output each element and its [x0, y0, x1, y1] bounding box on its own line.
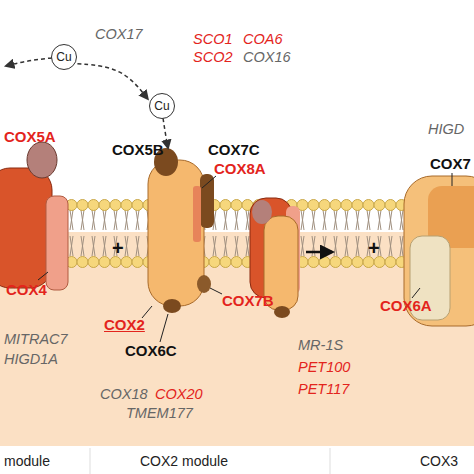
assembly-factor: TMEM177: [126, 405, 193, 422]
subunit-label: COX2: [104, 316, 145, 333]
leader-line: [202, 176, 216, 188]
assembly-factor: COX17: [95, 26, 143, 43]
subunit-label: COX8A: [214, 160, 266, 177]
leader-line: [38, 272, 48, 280]
copper-path: [6, 58, 52, 66]
assembly-factor: MITRAC7: [4, 331, 68, 348]
subunit-label: COX7: [430, 155, 471, 172]
cox2-protein: [148, 160, 204, 306]
subunit-label: COX5A: [4, 128, 56, 145]
assembly-factor: MR-1S: [298, 337, 343, 354]
cox4-protein: [46, 196, 68, 290]
plus-sign: +: [112, 240, 124, 257]
matrix-ground: [0, 232, 474, 446]
leader-line: [210, 288, 222, 294]
leader-line: [412, 288, 420, 298]
assembly-factor: COX16: [243, 49, 291, 66]
cox7b-protein: [197, 275, 211, 293]
module-label: module: [4, 453, 50, 470]
cox6c-protein: [163, 299, 181, 313]
subunit-label: COX6C: [125, 342, 177, 359]
assembly-factor: HIGD1A: [4, 351, 58, 368]
copper-transfer-arrow: [77, 64, 147, 99]
copper-path: [163, 118, 168, 148]
ims-ground: [0, 0, 474, 232]
module-label: COX3: [420, 453, 458, 470]
cox8a-protein: [193, 186, 201, 242]
ion-label: Cu: [154, 100, 169, 112]
assembly-factor: SCO1: [193, 31, 233, 48]
leader-line: [160, 314, 168, 342]
cox1-protein: [0, 168, 52, 288]
ion-label: Cu: [56, 51, 71, 63]
assembly-factor: COX18: [100, 386, 148, 403]
plus-sign: +: [368, 240, 380, 257]
subunit-label: COX7C: [208, 141, 260, 158]
module-label: COX2 module: [140, 453, 228, 470]
copper-ion: Cu: [149, 93, 175, 119]
cox5a-protein: [27, 142, 57, 178]
intermediate-protein: [274, 306, 290, 318]
assembly-factor: HIGD: [428, 121, 464, 138]
copper-ion: Cu: [51, 44, 77, 70]
assembly-factor: PET117: [298, 381, 349, 398]
subunit-label: COX6A: [380, 297, 432, 314]
assembly-factor: COA6: [243, 31, 283, 48]
divider: [90, 448, 91, 474]
lipid-bilayer: [0, 200, 474, 268]
cox7c-protein: [200, 174, 214, 228]
assembly-factor: SCO2: [193, 49, 233, 66]
subunit-label: COX5B: [112, 141, 164, 158]
assembly-factor: COX20: [155, 386, 203, 403]
leader-line: [452, 173, 453, 186]
footer-ground: [0, 446, 474, 474]
subunit-label: COX7B: [222, 292, 274, 309]
divider: [330, 448, 331, 474]
assembly-factor: PET100: [298, 359, 350, 376]
assembly-arrow: [306, 251, 332, 254]
subunit-label: COX4: [6, 281, 47, 298]
intermediate-protein: [252, 200, 272, 224]
